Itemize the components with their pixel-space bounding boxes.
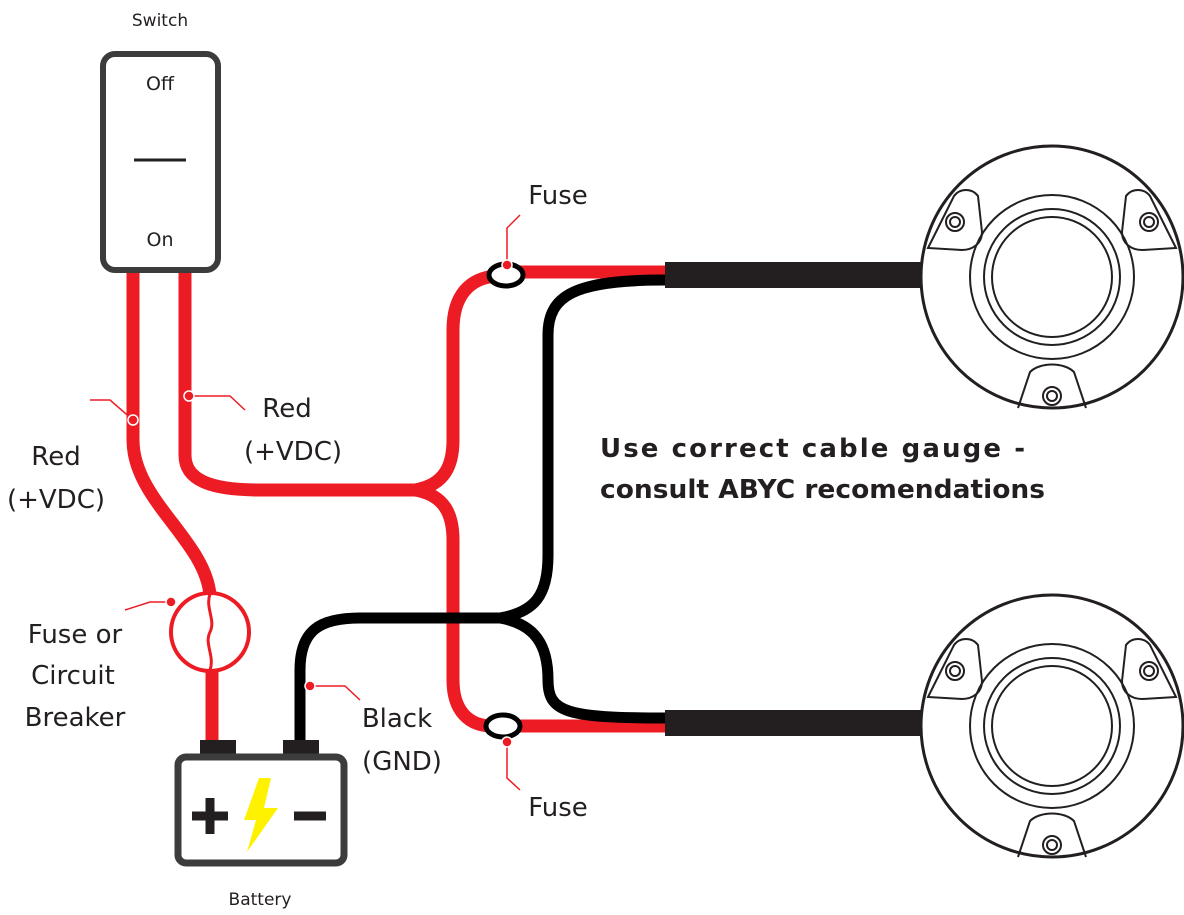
light-fixture-top [919,144,1184,410]
rocker-switch [100,51,221,273]
black-label-line2: (GND) [362,747,442,777]
red-right-label-line1: Red [262,394,311,424]
black-wire-battery-to-junction [294,612,500,745]
red-wire-junction-to-bottom-fuse [413,483,493,733]
black-wires [294,274,666,745]
red-left-label-line1: Red [31,442,80,472]
red-left-label-line2: (+VDC) [7,485,105,515]
switch-on-label: On [147,229,174,251]
fuse-top-label: Fuse [528,181,588,211]
breaker-label-line3: Breaker [25,703,126,733]
black-label-line1: Black [362,704,432,734]
cable-gauge-note-line1: Use correct cable gauge - [600,434,1025,464]
breaker-label-line1: Fuse or [28,620,123,650]
red-right-label-line2: (+VDC) [244,437,342,467]
leader-lines [90,214,521,791]
cable-gauge-note-line2: consult ABYC recomendations [600,475,1045,505]
battery [174,740,348,867]
fuse-bottom-label: Fuse [528,793,588,823]
battery-label: Battery [229,890,292,910]
circuit-breaker [169,591,251,673]
breaker-label-line2: Circuit [31,661,115,691]
red-wire-switch-to-junction [178,272,415,497]
switch-title: Switch [132,11,188,31]
light-fixture-bottom [919,593,1184,859]
light-cable-bottom [665,710,930,736]
black-wire-junction-to-top-light [498,274,666,624]
black-wire-junction-to-bottom-light [498,612,666,724]
red-wire-switch-to-breaker [126,272,217,596]
light-cable-top [665,262,930,288]
lightning-bolt-icon [244,778,278,852]
plus-icon [192,798,228,834]
red-wire-junction-to-top-fuse [413,269,497,497]
switch-off-label: Off [146,73,175,95]
leader-dots [127,259,513,748]
red-wires [126,265,665,745]
inline-fuse-bottom [483,712,523,740]
